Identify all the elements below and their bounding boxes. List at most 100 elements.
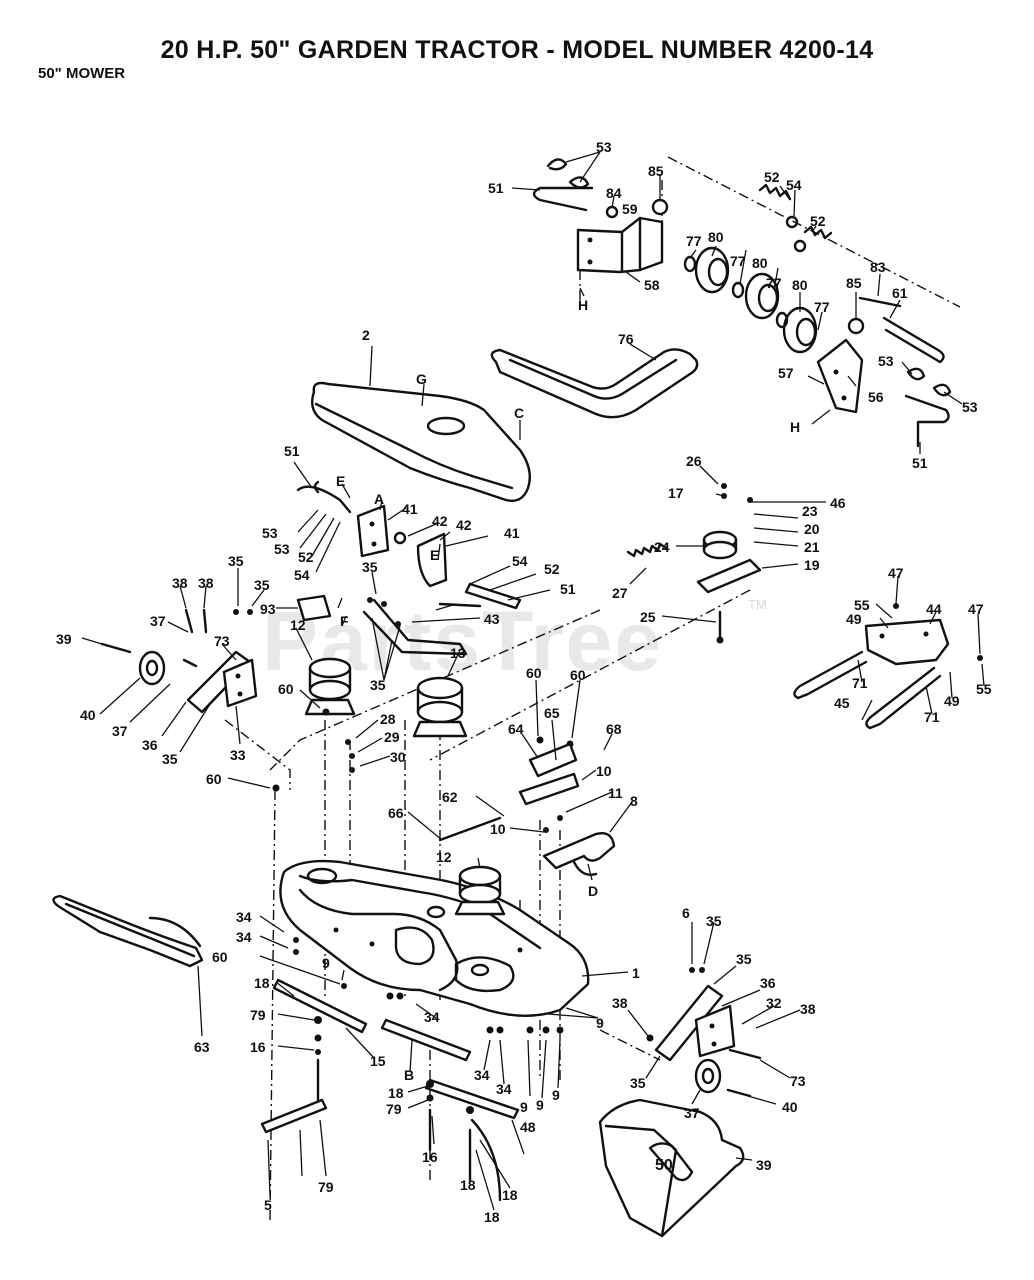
- callout-label: 30: [390, 749, 406, 765]
- callout-label: 57: [778, 365, 794, 381]
- u-bolt-51-mid: [313, 480, 320, 494]
- spring-27: [626, 542, 668, 558]
- callout-label: 47: [968, 601, 984, 617]
- callout-label: 1: [632, 965, 640, 981]
- callout-label: A: [374, 491, 384, 507]
- callout-label: 53: [962, 399, 978, 415]
- deck-belt-48: [52, 894, 204, 968]
- svg-text:50: 50: [655, 1157, 673, 1174]
- wheel-40-left: [138, 650, 166, 686]
- idler-bracket-assembly: [532, 158, 952, 448]
- callout-label: 77: [766, 275, 782, 291]
- callout-label: 55: [976, 681, 992, 697]
- callout-label: 73: [214, 633, 230, 649]
- hairpin-53-r-b: [932, 383, 952, 397]
- plate-44: [864, 618, 950, 666]
- callout-label: 61: [892, 285, 908, 301]
- callout-label: 37: [684, 1105, 700, 1121]
- callout-label: 35: [630, 1075, 646, 1091]
- callout-label: 34: [474, 1067, 490, 1083]
- callout-label: 13: [450, 645, 466, 661]
- callout-label: 53: [596, 139, 612, 155]
- callout-label: 12: [290, 617, 306, 633]
- nut-85-top: [651, 198, 669, 216]
- callout-label: 34: [236, 929, 252, 945]
- callout-label: H: [790, 419, 800, 435]
- callout-label: 25: [640, 609, 656, 625]
- callout-label: 71: [852, 675, 868, 691]
- callout-label: 51: [912, 455, 928, 471]
- diagram-title: 20 H.P. 50" GARDEN TRACTOR - MODEL NUMBE…: [160, 36, 874, 64]
- callout-label: F: [340, 613, 349, 629]
- callout-label: 36: [760, 975, 776, 991]
- fasteners: [233, 483, 753, 1182]
- callout-label: 9: [596, 1015, 604, 1031]
- pulley-13: [416, 676, 464, 700]
- callout-label: 35: [228, 553, 244, 569]
- callout-label: 47: [888, 565, 904, 581]
- lift-assembly-right: [793, 603, 983, 730]
- callout-label: 62: [442, 789, 458, 805]
- callout-label: 38: [198, 575, 214, 591]
- callout-label: 35: [736, 951, 752, 967]
- hairpin-53-r-a: [906, 367, 926, 381]
- callout-label: 68: [606, 721, 622, 737]
- callout-label: 79: [386, 1101, 402, 1117]
- rod-45-left: [793, 650, 868, 700]
- callout-label: 80: [792, 277, 808, 293]
- callout-label: 39: [756, 1157, 772, 1173]
- callout-label: 38: [800, 1001, 816, 1017]
- callout-label: 41: [504, 525, 520, 541]
- callout-label: 93: [260, 601, 276, 617]
- bracket-41-left: [356, 504, 390, 558]
- tube-65: [518, 772, 580, 806]
- callout-label: 36: [142, 737, 158, 753]
- spindle-pulleys: [304, 657, 506, 916]
- handle-93: [296, 594, 332, 622]
- callout-label: 9: [322, 955, 330, 971]
- callout-label: 52: [764, 169, 780, 185]
- blade-15-center: [380, 1018, 472, 1062]
- callout-label: 42: [432, 513, 448, 529]
- rod-62: [438, 816, 502, 842]
- callout-label: 41: [402, 501, 418, 517]
- callout-label: 79: [250, 1007, 266, 1023]
- callout-label: 35: [254, 577, 270, 593]
- callout-label: 53: [262, 525, 278, 541]
- pulley-12-right: [458, 865, 502, 887]
- tube-64: [528, 742, 578, 778]
- gauge-wheel-right: [654, 984, 762, 1098]
- callout-label: 85: [648, 163, 664, 179]
- callout-label: 38: [612, 995, 628, 1011]
- callout-label: 60: [212, 949, 228, 965]
- callout-label: 56: [868, 389, 884, 405]
- washer-59: [605, 205, 619, 219]
- blade-15-left: [272, 978, 368, 1034]
- bracket-33: [222, 658, 258, 708]
- rod-54-mid: [464, 582, 522, 610]
- callout-label: 55: [854, 597, 870, 613]
- blade-18-curve: [470, 1118, 502, 1202]
- callout-label: 28: [380, 711, 396, 727]
- gauge-wheel-left: [100, 608, 258, 714]
- callout-label: 53: [274, 541, 290, 557]
- callout-label: 10: [490, 821, 506, 837]
- callout-label: 34: [236, 909, 252, 925]
- rod-45-right: [865, 666, 942, 730]
- callout-label: E: [430, 547, 439, 563]
- nut-85-right: [847, 317, 865, 335]
- callout-label: 84: [606, 185, 622, 201]
- callout-label: 18: [254, 975, 270, 991]
- u-bolt-51-right: [904, 394, 950, 448]
- callout-label: 23: [802, 503, 818, 519]
- callout-label: 9: [552, 1087, 560, 1103]
- wheel-40-right: [694, 1058, 722, 1094]
- watermark-trademark: TM: [748, 597, 767, 612]
- callout-label: 40: [782, 1099, 798, 1115]
- callout-label: 33: [230, 747, 246, 763]
- bolt-83: [858, 296, 902, 308]
- callout-label: 35: [706, 913, 722, 929]
- callout-label: 52: [810, 213, 826, 229]
- callout-label: 48: [520, 1119, 536, 1135]
- callout-label: 46: [830, 495, 846, 511]
